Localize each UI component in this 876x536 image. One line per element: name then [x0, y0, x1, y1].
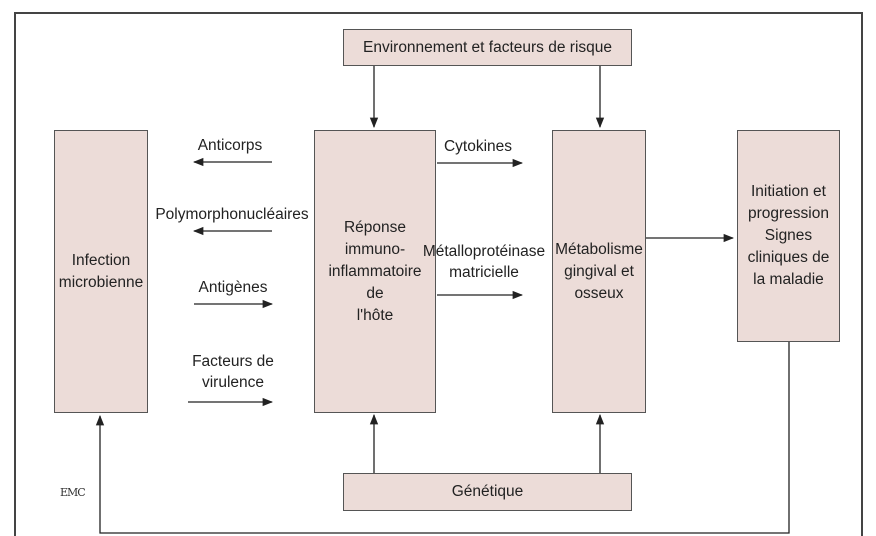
metabolism-box: Métabolisme gingival et osseux: [552, 130, 646, 413]
emc-logo: EMC: [60, 486, 86, 499]
environment-box: Environnement et facteurs de risque: [343, 29, 632, 66]
metalloproteinase-label: Métalloprotéinase matricielle: [422, 243, 546, 281]
genetics-box: Génétique: [343, 473, 632, 511]
frame-left-border: [14, 12, 16, 536]
cytokines-label: Cytokines: [443, 138, 513, 155]
frame-right-border: [861, 12, 863, 536]
antigens-label: Antigènes: [198, 279, 268, 296]
infection-box: Infection microbienne: [54, 130, 148, 413]
metabolism-label: Métabolisme gingival et osseux: [555, 240, 643, 302]
host-response-label: Réponse immuno- inflammatoire de l'hôte: [328, 218, 422, 324]
environment-label: Environnement et facteurs de risque: [363, 38, 612, 56]
host-response-box: Réponse immuno- inflammatoire de l'hôte: [314, 130, 436, 413]
infection-label: Infection microbienne: [58, 251, 144, 291]
antibodies-label: Anticorps: [197, 137, 263, 154]
polymorphonuclear-label: Polymorphonucléaires: [155, 206, 309, 223]
frame-top-border: [14, 12, 862, 14]
virulence-label: Facteurs de virulence: [192, 353, 274, 391]
clinical-box: Initiation et progression Signes cliniqu…: [737, 130, 840, 342]
arrow-feedback-loop: [95, 342, 790, 534]
clinical-label: Initiation et progression Signes cliniqu…: [747, 183, 830, 288]
genetics-label: Génétique: [451, 483, 524, 500]
